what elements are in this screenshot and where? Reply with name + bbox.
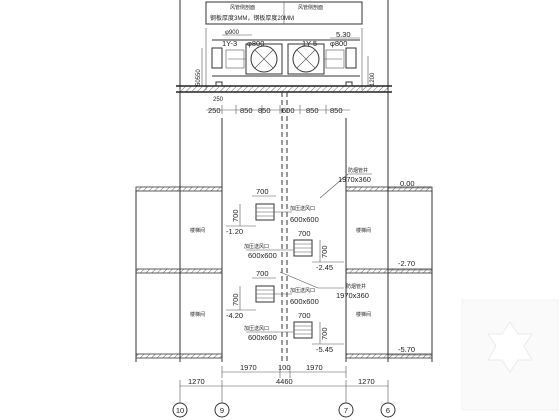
fan-left-tag: 1Y-3 — [222, 39, 237, 48]
opening-3-height: 700 — [231, 293, 240, 306]
bottom-total: 4460 — [276, 377, 293, 386]
fan-right-icon — [287, 43, 345, 75]
fan-diameter-note: φ900 — [225, 30, 240, 36]
opening-2-height: 700 — [320, 245, 329, 258]
axis-9: 9 — [214, 402, 230, 418]
top-seg-4: 850 — [306, 106, 319, 115]
wall-right-bottom: 楼梯间 — [356, 311, 371, 318]
top-seg-2: 850 — [258, 106, 271, 115]
opening-1: 700 700 加压送风口 600x600 -1.20 — [226, 187, 319, 236]
opening-4-width: 700 — [298, 311, 311, 320]
slab-right-2 — [345, 268, 433, 274]
svg-text:9: 9 — [220, 406, 224, 415]
bottom-seg-2: 100 — [278, 363, 291, 372]
slab-left-2 — [135, 268, 223, 274]
bottom-seg-3: 1970 — [306, 363, 323, 372]
opening-1-width: 700 — [256, 187, 269, 196]
opening-1-size: 600x600 — [290, 215, 319, 224]
level-2: -5.70 — [398, 345, 415, 354]
opening-3-width: 700 — [256, 269, 269, 278]
roof-slab — [179, 85, 389, 93]
opening-1-level: -1.20 — [226, 227, 243, 236]
watermark-logo — [461, 299, 559, 411]
axis-10: 10 — [172, 402, 188, 418]
opening-3: 700 700 加压送风口 600x600 -4.20 — [226, 269, 319, 320]
top-right-vertical-dim: 1200 — [370, 72, 376, 86]
fan-left-icon — [225, 43, 283, 75]
axis-7: 7 — [338, 402, 354, 418]
opening-2-note: 加压送风口 — [244, 243, 269, 250]
wall-left-bottom: 楼梯间 — [190, 311, 205, 318]
bottom-left-outer: 1270 — [188, 377, 205, 386]
top-note-thickness: 钢板厚度3MM，钢板厚度20MM — [210, 14, 294, 22]
svg-text:7: 7 — [344, 406, 348, 415]
duct1-size: 1970x360 — [338, 175, 371, 184]
duct2-size: 1970x360 — [336, 291, 369, 300]
top-sub-dim: 250 — [213, 97, 224, 103]
axis-6: 6 — [380, 402, 396, 418]
opening-2: 700 加压送风口 600x600 -2.45 700 — [244, 229, 344, 272]
level-1: -2.70 — [398, 259, 415, 268]
opening-4: 700 加压送风口 600x600 -5.45 700 — [244, 311, 344, 354]
opening-3-note: 加压送风口 — [290, 287, 315, 294]
opening-4-size: 600x600 — [248, 333, 277, 342]
opening-3-size: 600x600 — [290, 297, 319, 306]
top-right-dim: 5.30 — [336, 30, 351, 39]
slab-right-3 — [345, 353, 433, 359]
slab-right-1 — [345, 186, 433, 192]
bottom-seg-1: 1970 — [240, 363, 257, 372]
top-note-right: 风管侧剖面 — [298, 4, 323, 11]
top-equipment: 风管侧剖面 风管侧剖面 钢板厚度3MM，钢板厚度20MM φ900 1Y-3 φ… — [176, 0, 392, 115]
bottom-dimensions: 1970 100 1970 1270 4460 1270 10 9 7 6 — [172, 363, 396, 418]
duct1-title: 防烟管井 — [348, 167, 368, 174]
fan-right-dia: φ800 — [330, 39, 347, 48]
opening-1-note: 加压送风口 — [290, 205, 315, 212]
slab-left-1 — [135, 186, 223, 192]
shaft-section: 楼梯间 楼梯间 楼梯间 楼梯间 0.00 -2.70 -5.70 防烟管井 19… — [135, 92, 433, 362]
opening-1-height: 700 — [231, 209, 240, 222]
opening-4-height: 700 — [320, 327, 329, 340]
wall-right-top: 楼梯间 — [356, 227, 371, 234]
opening-2-size: 600x600 — [248, 251, 277, 260]
top-seg-1: 850 — [240, 106, 253, 115]
top-left-vertical-dim: 50550 — [196, 69, 202, 86]
top-small-dim: 250 — [208, 106, 221, 115]
slab-left-3 — [135, 353, 223, 359]
svg-text:10: 10 — [176, 406, 184, 415]
svg-text:6: 6 — [386, 406, 390, 415]
opening-4-note: 加压送风口 — [244, 325, 269, 332]
opening-4-level: -5.45 — [316, 345, 333, 354]
top-note-left: 风管侧剖面 — [230, 4, 255, 11]
level-0: 0.00 — [400, 179, 415, 188]
top-seg-5: 850 — [330, 106, 343, 115]
opening-2-width: 700 — [298, 229, 311, 238]
bottom-right-outer: 1270 — [358, 377, 375, 386]
opening-3-level: -4.20 — [226, 311, 243, 320]
top-seg-3: 600 — [282, 106, 295, 115]
duct2-title: 防烟管井 — [346, 283, 366, 290]
opening-2-level: -2.45 — [316, 263, 333, 272]
wall-left-top: 楼梯间 — [190, 227, 205, 234]
